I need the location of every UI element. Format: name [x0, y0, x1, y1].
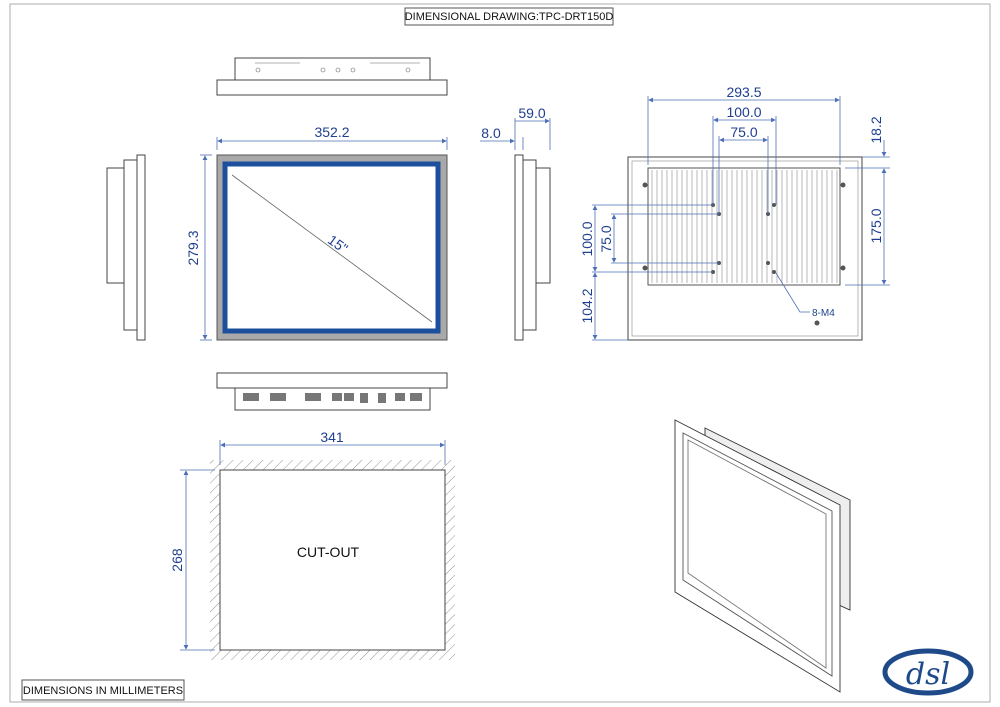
drawing-title: DIMENSIONAL DRAWING:TPC-DRT150D [405, 11, 614, 23]
title-box [404, 7, 614, 26]
front-width-dim: 352.2 [314, 124, 349, 140]
vesa-h-outer-dim: 100.0 [726, 104, 761, 120]
left-side-view [106, 154, 146, 341]
bottom-view [216, 372, 448, 411]
logo-text: dsl [906, 657, 950, 692]
top-view [216, 57, 448, 96]
total-depth-dim: 59.0 [518, 105, 545, 121]
units-note-box [21, 679, 185, 701]
vesa-v-inner-dim: 75.0 [598, 225, 614, 252]
back-width-dim: 293.5 [726, 84, 761, 100]
vesa-h-inner-dim: 75.0 [730, 124, 757, 140]
units-note: DIMENSIONS IN MILLIMETERS [23, 685, 183, 697]
cutout-width-dim: 341 [320, 429, 344, 445]
vesa-v-outer-dim: 100.0 [579, 221, 595, 256]
right-side-view [514, 154, 551, 341]
company-logo: dsl [882, 648, 974, 696]
top-offset-dim: 18.2 [868, 116, 884, 143]
diagonal-line [231, 174, 433, 323]
cutout-view: CUT-OUT [210, 460, 455, 660]
bottom-offset-dim: 104.2 [579, 288, 595, 323]
front-height-dim: 279.3 [185, 230, 201, 265]
bezel-depth-dim: 8.0 [481, 125, 501, 141]
front-view: 15" [216, 154, 448, 341]
back-height-dim: 175.0 [868, 208, 884, 243]
screw-label: 8-M4 [812, 308, 835, 319]
isometric-view [674, 419, 851, 693]
cutout-label: CUT-OUT [297, 544, 360, 560]
sheet-border [9, 3, 991, 703]
back-view [627, 156, 863, 341]
cutout-height-dim: 268 [169, 548, 185, 572]
